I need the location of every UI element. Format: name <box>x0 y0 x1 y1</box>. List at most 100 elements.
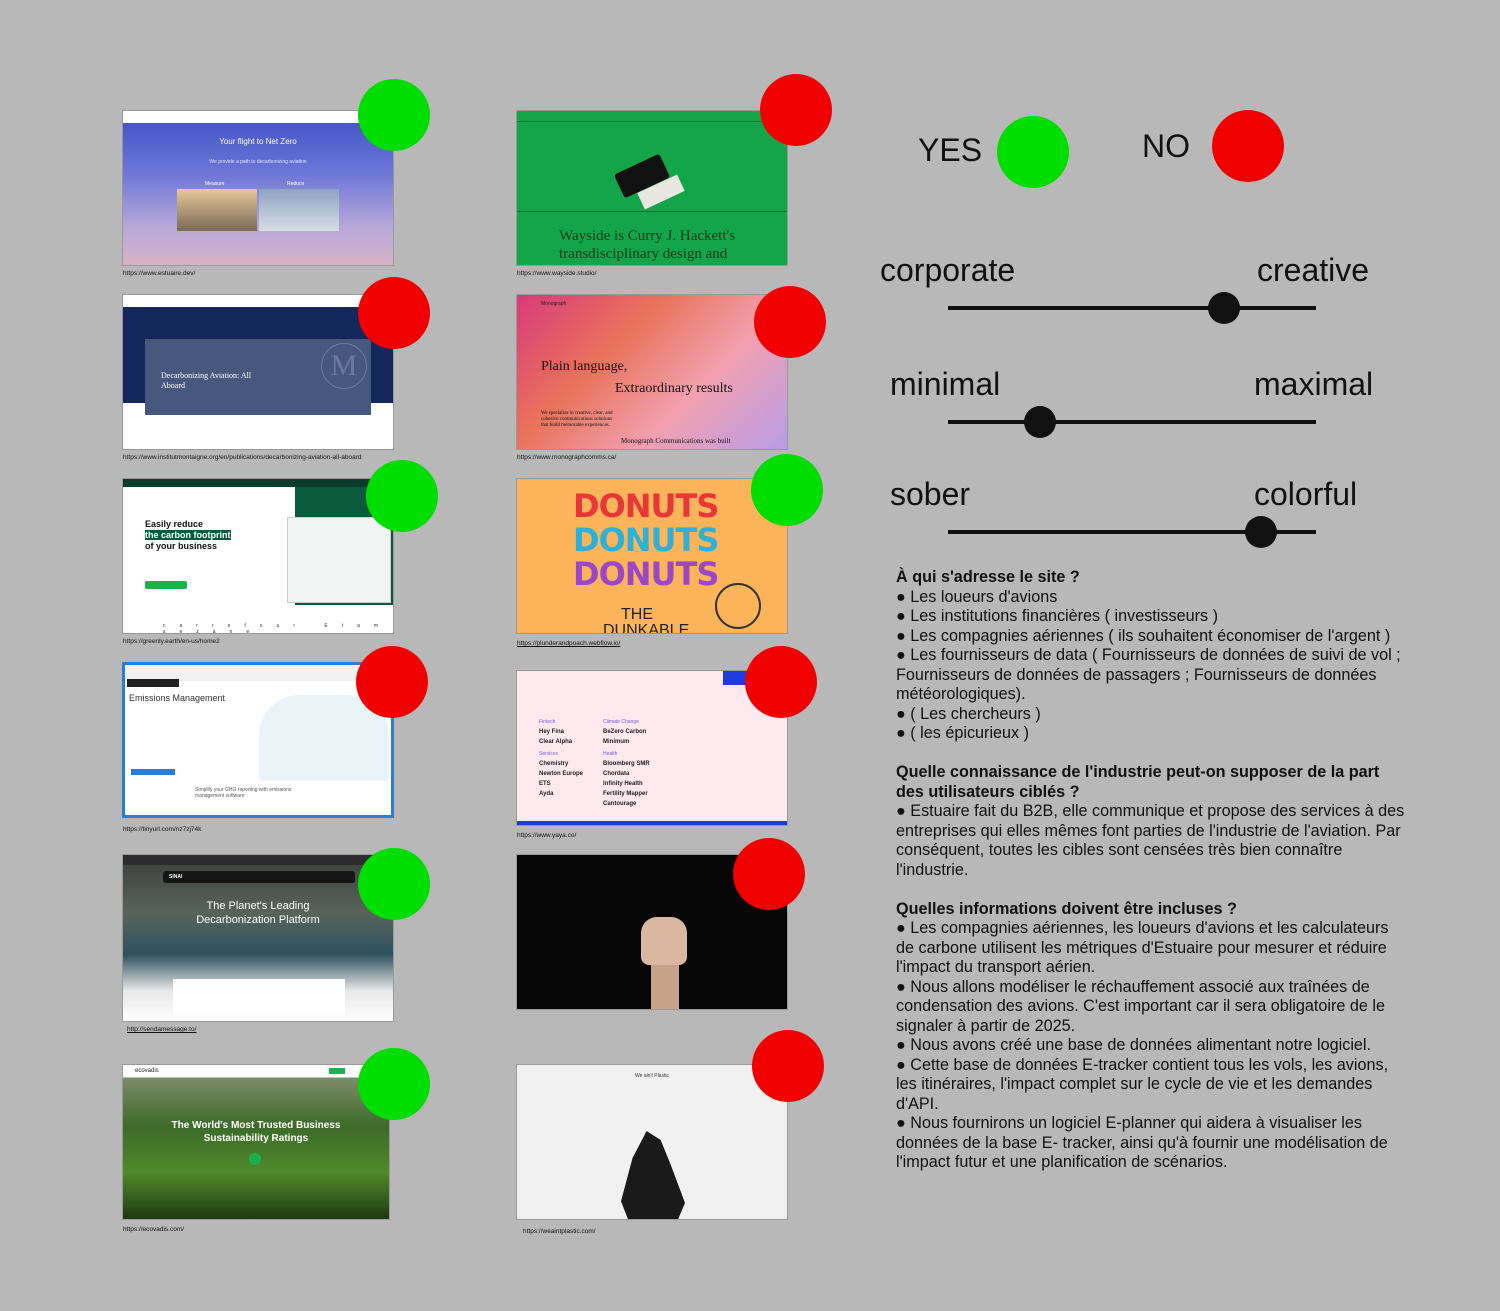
thumbnail-navbar <box>123 111 393 123</box>
slider-knob[interactable] <box>1208 292 1240 324</box>
slider-left-label: corporate <box>880 252 1016 288</box>
fist-image <box>641 917 687 965</box>
slider-left-label: sober <box>890 476 971 512</box>
thumbnail-label: Reduce <box>287 181 305 187</box>
legend-no-label: NO <box>1142 128 1190 164</box>
browser-bar <box>123 855 393 865</box>
header-button[interactable] <box>329 1068 345 1074</box>
thumbnail-donuts[interactable]: DONUTS DONUTS DONUTS THE DUNKABLE <box>516 478 788 634</box>
thumbnail-wayside[interactable]: Wayside is Curry J. Hackett's transdisci… <box>516 110 788 266</box>
yes-dot <box>358 848 430 920</box>
donuts-word: DONUTS <box>573 521 719 559</box>
thumbnail-monograph[interactable]: Monograph Plain language, Extraordinary … <box>516 294 788 450</box>
no-dot <box>356 646 428 718</box>
slider-right-label: colorful <box>1254 476 1358 512</box>
thumbnail-subtitle: We provide a path to decarbonizing aviat… <box>209 159 307 165</box>
answer-item: ● Les loueurs d'avions <box>896 587 1058 606</box>
thumbnail-photo <box>177 189 257 231</box>
slider-knob[interactable] <box>1244 516 1277 548</box>
slider-right-label: creative <box>1257 252 1370 288</box>
legend-no-dot <box>1212 110 1284 182</box>
answer-item: ● Estuaire fait du B2B, elle communique … <box>896 802 1405 879</box>
no-dot <box>760 74 832 146</box>
tagline: We ain't Plastic <box>635 1073 669 1079</box>
content-card <box>173 979 345 1015</box>
dashboard-preview <box>287 517 391 603</box>
illustration <box>259 695 389 781</box>
slider-track[interactable] <box>948 530 1316 534</box>
yes-dot <box>751 454 823 526</box>
thumbnail-url[interactable]: https://weaintplastic.com/ <box>523 1228 596 1235</box>
slider-right-label: maximal <box>1254 366 1374 402</box>
footer-bar <box>517 821 787 825</box>
thumbnail-ibm[interactable]: Emissions Management Simplify your GHG r… <box>122 662 394 818</box>
legend-yes-label: YES <box>918 132 983 168</box>
thumbnail-url[interactable]: https://www.monographcomms.ca/ <box>517 454 617 461</box>
thumbnail-estuaire[interactable]: Your flight to Net Zero We provide a pat… <box>122 110 394 266</box>
thumbnail-title: Wayside is Curry J. Hackett's transdisci… <box>559 228 736 262</box>
brand-bar <box>127 679 179 687</box>
answer-item: ● Les institutions financières ( investi… <box>896 607 1218 625</box>
thumbnail-greenly[interactable]: Easily reduce the carbon footprint of yo… <box>122 478 394 634</box>
yes-dot <box>358 1048 430 1120</box>
thumbnail-title: Decarbonizing Aviation: All Aboard <box>161 371 252 390</box>
thumbnail-url[interactable]: https://www.estuaire.dev/ <box>123 270 196 277</box>
thumbnail-sinai[interactable]: SINAI The Planet's Leading Decarbonizati… <box>122 854 394 1022</box>
cookie-icon <box>715 583 761 629</box>
no-dot <box>745 646 817 718</box>
thumbnail-weaintplastic[interactable]: We ain't Plastic <box>516 1064 788 1220</box>
question: Quelle connaissance de l'industrie peut-… <box>896 763 1380 801</box>
thumbnail-yaya[interactable]: Fintech Hey Fina Clear Alpha Services Ch… <box>516 670 788 826</box>
thumbnail-url[interactable]: https://tinyurl.com/nz7zj74k <box>123 826 202 833</box>
thumbnail-navbar: SINAI <box>163 871 355 883</box>
answer-item: ● ( Les chercheurs ) <box>896 704 1041 723</box>
answer-item: ● Nous avons créé une base de données al… <box>896 1036 1372 1054</box>
rock-image <box>621 1131 685 1219</box>
thumbnail-url[interactable]: https://www.institutmontaigne.org/en/pub… <box>123 454 362 461</box>
headline-line-1: Plain language, <box>541 359 628 374</box>
footer-text: Monograph Communications was built <box>621 437 731 445</box>
cta-button[interactable] <box>131 769 175 775</box>
top-bar <box>123 479 393 487</box>
answer-item: ● Les fournisseurs de data ( Fournisseur… <box>896 646 1401 703</box>
thumbnail-label: Measure <box>205 181 225 187</box>
answer-item: ● Nous allons modéliser le réchauffement… <box>896 977 1385 1035</box>
divider <box>517 211 787 212</box>
play-icon[interactable] <box>249 1153 261 1165</box>
question: À qui s'adresse le site ? <box>896 568 1080 586</box>
thumbnail-photo <box>259 189 339 231</box>
slider-knob[interactable] <box>1024 406 1056 438</box>
slider-track[interactable] <box>948 306 1316 310</box>
thumbnail-url[interactable]: https://plunderandpoach.webflow.io/ <box>517 640 621 647</box>
questionnaire: À qui s'adresse le site ? ● Les loueurs … <box>896 568 1406 1173</box>
thumbnail-montaigne[interactable]: M Decarbonizing Aviation: All Aboard <box>122 294 394 450</box>
thumbnail-url[interactable]: https://ecovadis.com/ <box>123 1226 185 1233</box>
brand-name: Monograph <box>541 301 567 307</box>
portfolio-column: Climate Change BeZero Carbon Minimum Hea… <box>603 719 650 807</box>
thumbnail-fist[interactable] <box>516 854 788 1010</box>
thumbnail-url[interactable]: https://www.yaya.co/ <box>517 832 577 839</box>
thumbnail-url[interactable]: https://greenly.earth/en-us/home2 <box>123 638 220 645</box>
client-logos: carrefour Etam sezane leboncoin <box>163 623 393 634</box>
thumbnail-url[interactable]: https://www.wayside.studio/ <box>517 270 597 277</box>
yes-dot <box>366 460 438 532</box>
montaigne-logo: M <box>321 343 367 389</box>
slider-left-label: minimal <box>890 366 1001 402</box>
blurb: We specialize in creative, clear, and co… <box>541 411 613 428</box>
answer-item: ● Nous fournirons un logiciel E-planner … <box>896 1114 1388 1171</box>
thumbnail-subtitle: Simplify your GHG reporting with emissio… <box>195 787 292 799</box>
tagline: THE DUNKABLE <box>603 606 690 634</box>
yes-dot <box>358 79 430 151</box>
thumbnail-url[interactable]: http://sendamessage.to/ <box>127 1026 197 1033</box>
slider-track[interactable] <box>948 420 1316 424</box>
answer-item: ● Les compagnies aériennes, les loueurs … <box>896 919 1389 976</box>
thumbnail-title: Your flight to Net Zero <box>219 137 297 146</box>
no-dot <box>754 286 826 358</box>
divider <box>517 121 787 122</box>
donuts-word: DONUTS <box>573 555 719 593</box>
cta-button[interactable] <box>145 581 187 589</box>
legend-yes-dot <box>997 116 1069 188</box>
answer-item: ● Cette base de données E-tracker contie… <box>896 1055 1389 1113</box>
answer-item: ● ( les épicurieux ) <box>896 724 1030 742</box>
thumbnail-ecovadis[interactable]: ecovadis The World's Most Trusted Busine… <box>122 1064 390 1220</box>
